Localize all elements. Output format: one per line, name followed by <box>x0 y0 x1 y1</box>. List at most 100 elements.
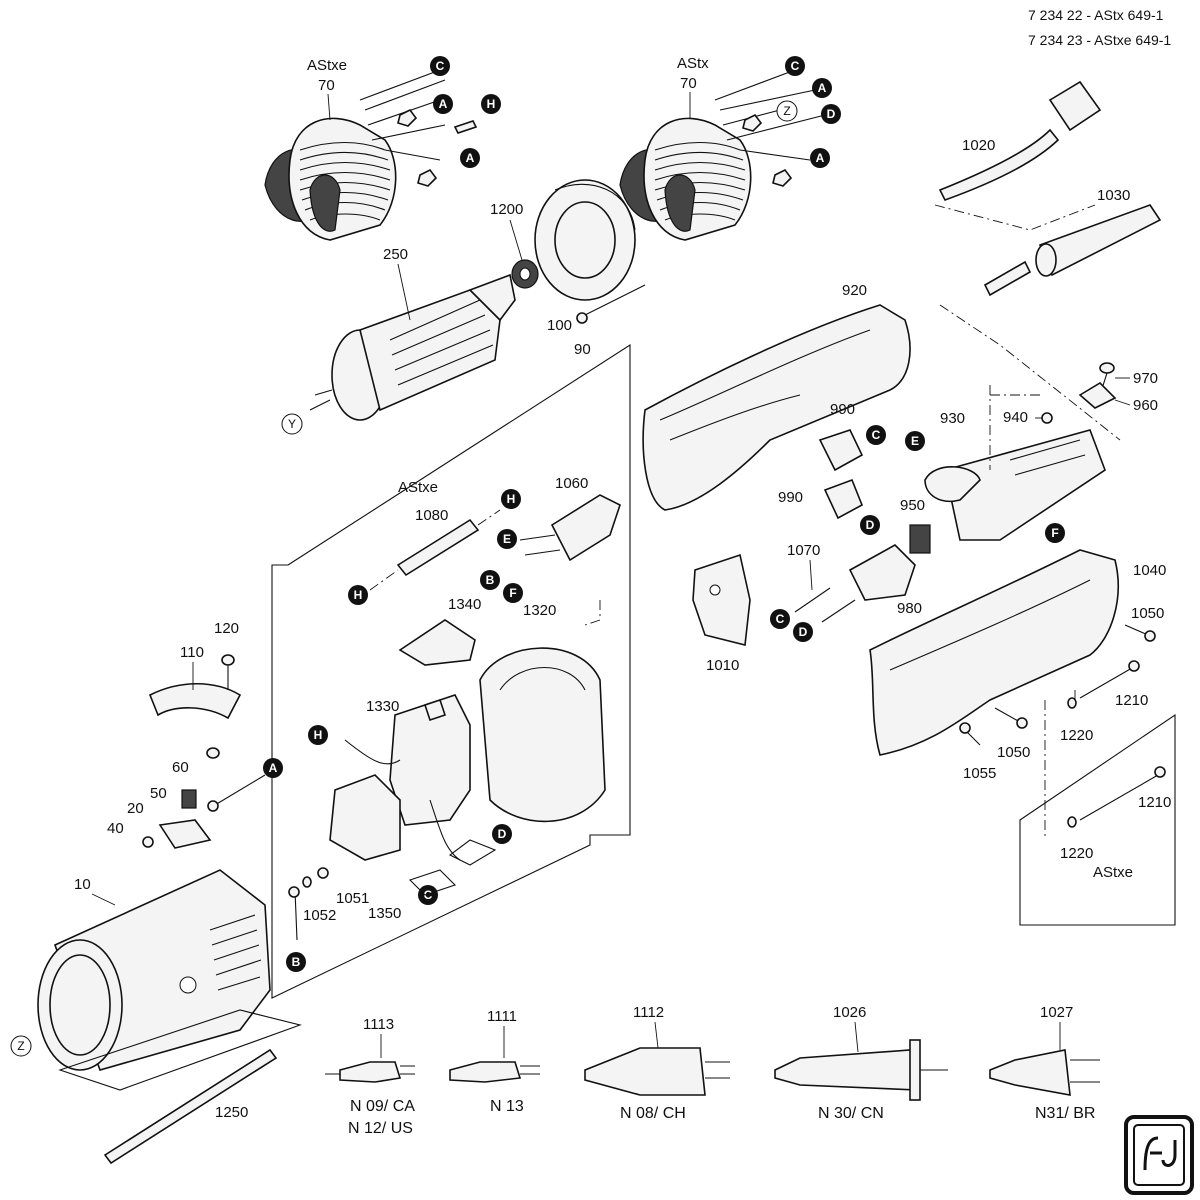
part-number-1040: 1040 <box>1133 562 1166 579</box>
part-number-70-left: 70 <box>318 77 335 94</box>
part-number-1330: 1330 <box>366 698 399 715</box>
connector-h: H <box>481 94 501 114</box>
connector-e: E <box>905 431 925 451</box>
svg-text:D: D <box>799 625 808 639</box>
connector-z: Z <box>776 100 798 122</box>
part-number-20: 20 <box>127 800 144 817</box>
svg-text:B: B <box>486 573 495 587</box>
connector-f: F <box>503 583 523 603</box>
part-number-1010: 1010 <box>706 657 739 674</box>
cable-clamp <box>1078 381 1117 409</box>
svg-text:D: D <box>827 107 836 121</box>
connector-e: E <box>497 529 517 549</box>
svg-text:D: D <box>866 518 875 532</box>
connector-c: C <box>866 425 886 445</box>
connector-h: H <box>501 489 521 509</box>
svg-text:H: H <box>507 492 516 506</box>
part-number-60: 60 <box>172 759 189 776</box>
brush-holder-upper <box>818 429 864 472</box>
plug-1111 <box>449 1061 540 1083</box>
washer-1220-lower <box>1067 816 1077 828</box>
screw-120 <box>221 654 235 690</box>
connector-y: Y <box>281 413 303 435</box>
svg-text:C: C <box>791 59 800 73</box>
part-number-1027: 1027 <box>1040 1004 1073 1021</box>
svg-text:A: A <box>439 97 448 111</box>
connector-d: D <box>793 622 813 642</box>
variant-label-stator-astxe: AStxe <box>307 57 347 74</box>
part-number-1340: 1340 <box>448 596 481 613</box>
connector-a: A <box>460 148 480 168</box>
svg-text:Z: Z <box>17 1039 24 1053</box>
part-number-120: 120 <box>214 620 239 637</box>
part-number-1111: 1111 <box>487 1008 517 1025</box>
connector-c: C <box>785 56 805 76</box>
screw-1050-lower <box>994 707 1028 729</box>
washer-1220-upper <box>1067 697 1077 709</box>
part-number-1020: 1020 <box>962 137 995 154</box>
part-number-1060: 1060 <box>555 475 588 492</box>
variant-label-screws-astxe: AStxe <box>1093 864 1133 881</box>
part-number-970: 970 <box>1133 370 1158 387</box>
plug-caption-1026: N 30/ CN <box>818 1105 884 1122</box>
part-number-1050-lower: 1050 <box>997 744 1030 761</box>
astxe-electronics-box <box>271 343 631 999</box>
svg-text:D: D <box>498 827 507 841</box>
part-number-110: 110 <box>180 644 204 661</box>
model-line-1: 7 234 22 - AStx 649-1 <box>1028 7 1164 23</box>
screw-1210-upper <box>1079 660 1140 699</box>
part-number-1080: 1080 <box>415 507 448 524</box>
part-number-1051: 1051 <box>336 890 369 907</box>
stator-astxe <box>264 69 478 241</box>
svg-text:E: E <box>503 532 511 546</box>
electronics-housing-1320 <box>479 647 606 823</box>
screw-1055 <box>959 722 981 746</box>
screw-970 <box>1099 362 1115 396</box>
knob-cap-1340 <box>398 619 476 666</box>
cover-110 <box>148 682 242 720</box>
connector-a: A <box>812 78 832 98</box>
svg-text:C: C <box>872 428 881 442</box>
part-number-100: 100 <box>547 317 572 334</box>
part-number-90: 90 <box>574 341 591 358</box>
terminal-a-lead <box>207 774 266 812</box>
svg-text:E: E <box>911 434 919 448</box>
screw-60 <box>206 747 220 759</box>
screw-1210-lower <box>1079 766 1166 821</box>
part-number-1050-upper: 1050 <box>1131 605 1164 622</box>
svg-text:H: H <box>354 588 363 602</box>
connector-c: C <box>770 609 790 629</box>
part-number-930: 930 <box>940 410 965 427</box>
connector-h: H <box>348 585 368 605</box>
part-number-1320: 1320 <box>523 602 556 619</box>
tie-rod-frame <box>58 1009 302 1091</box>
handle-half <box>642 304 911 511</box>
power-cable <box>938 80 1102 201</box>
svg-text:Y: Y <box>288 417 296 431</box>
svg-text:H: H <box>487 97 496 111</box>
part-number-960: 960 <box>1133 397 1158 414</box>
connector-a: A <box>810 148 830 168</box>
connector-d: D <box>492 824 512 844</box>
svg-text:C: C <box>436 59 445 73</box>
brush-holder-20 <box>158 819 212 849</box>
tie-rod <box>103 1048 278 1165</box>
part-number-1250: 1250 <box>215 1104 248 1121</box>
mounting-plate-1350 <box>329 774 401 861</box>
astxe-screw-box <box>1019 713 1176 926</box>
part-number-1113: 1113 <box>363 1016 394 1033</box>
carbon-brushes <box>794 587 856 623</box>
connector-d: D <box>860 515 880 535</box>
bearing-plate-1010 <box>692 553 751 646</box>
plug-caption-1113-line2: N 12/ US <box>348 1120 413 1137</box>
part-number-940: 940 <box>1003 409 1028 426</box>
part-number-1030: 1030 <box>1097 187 1130 204</box>
switch-block-980 <box>848 544 916 601</box>
plug-1027 <box>989 1049 1100 1096</box>
armature <box>309 273 516 421</box>
brush-holder-lower <box>823 478 864 520</box>
connector-a: A <box>263 758 283 778</box>
part-number-1350: 1350 <box>368 905 401 922</box>
model-line-2: 7 234 23 - AStxe 649-1 <box>1028 32 1171 48</box>
